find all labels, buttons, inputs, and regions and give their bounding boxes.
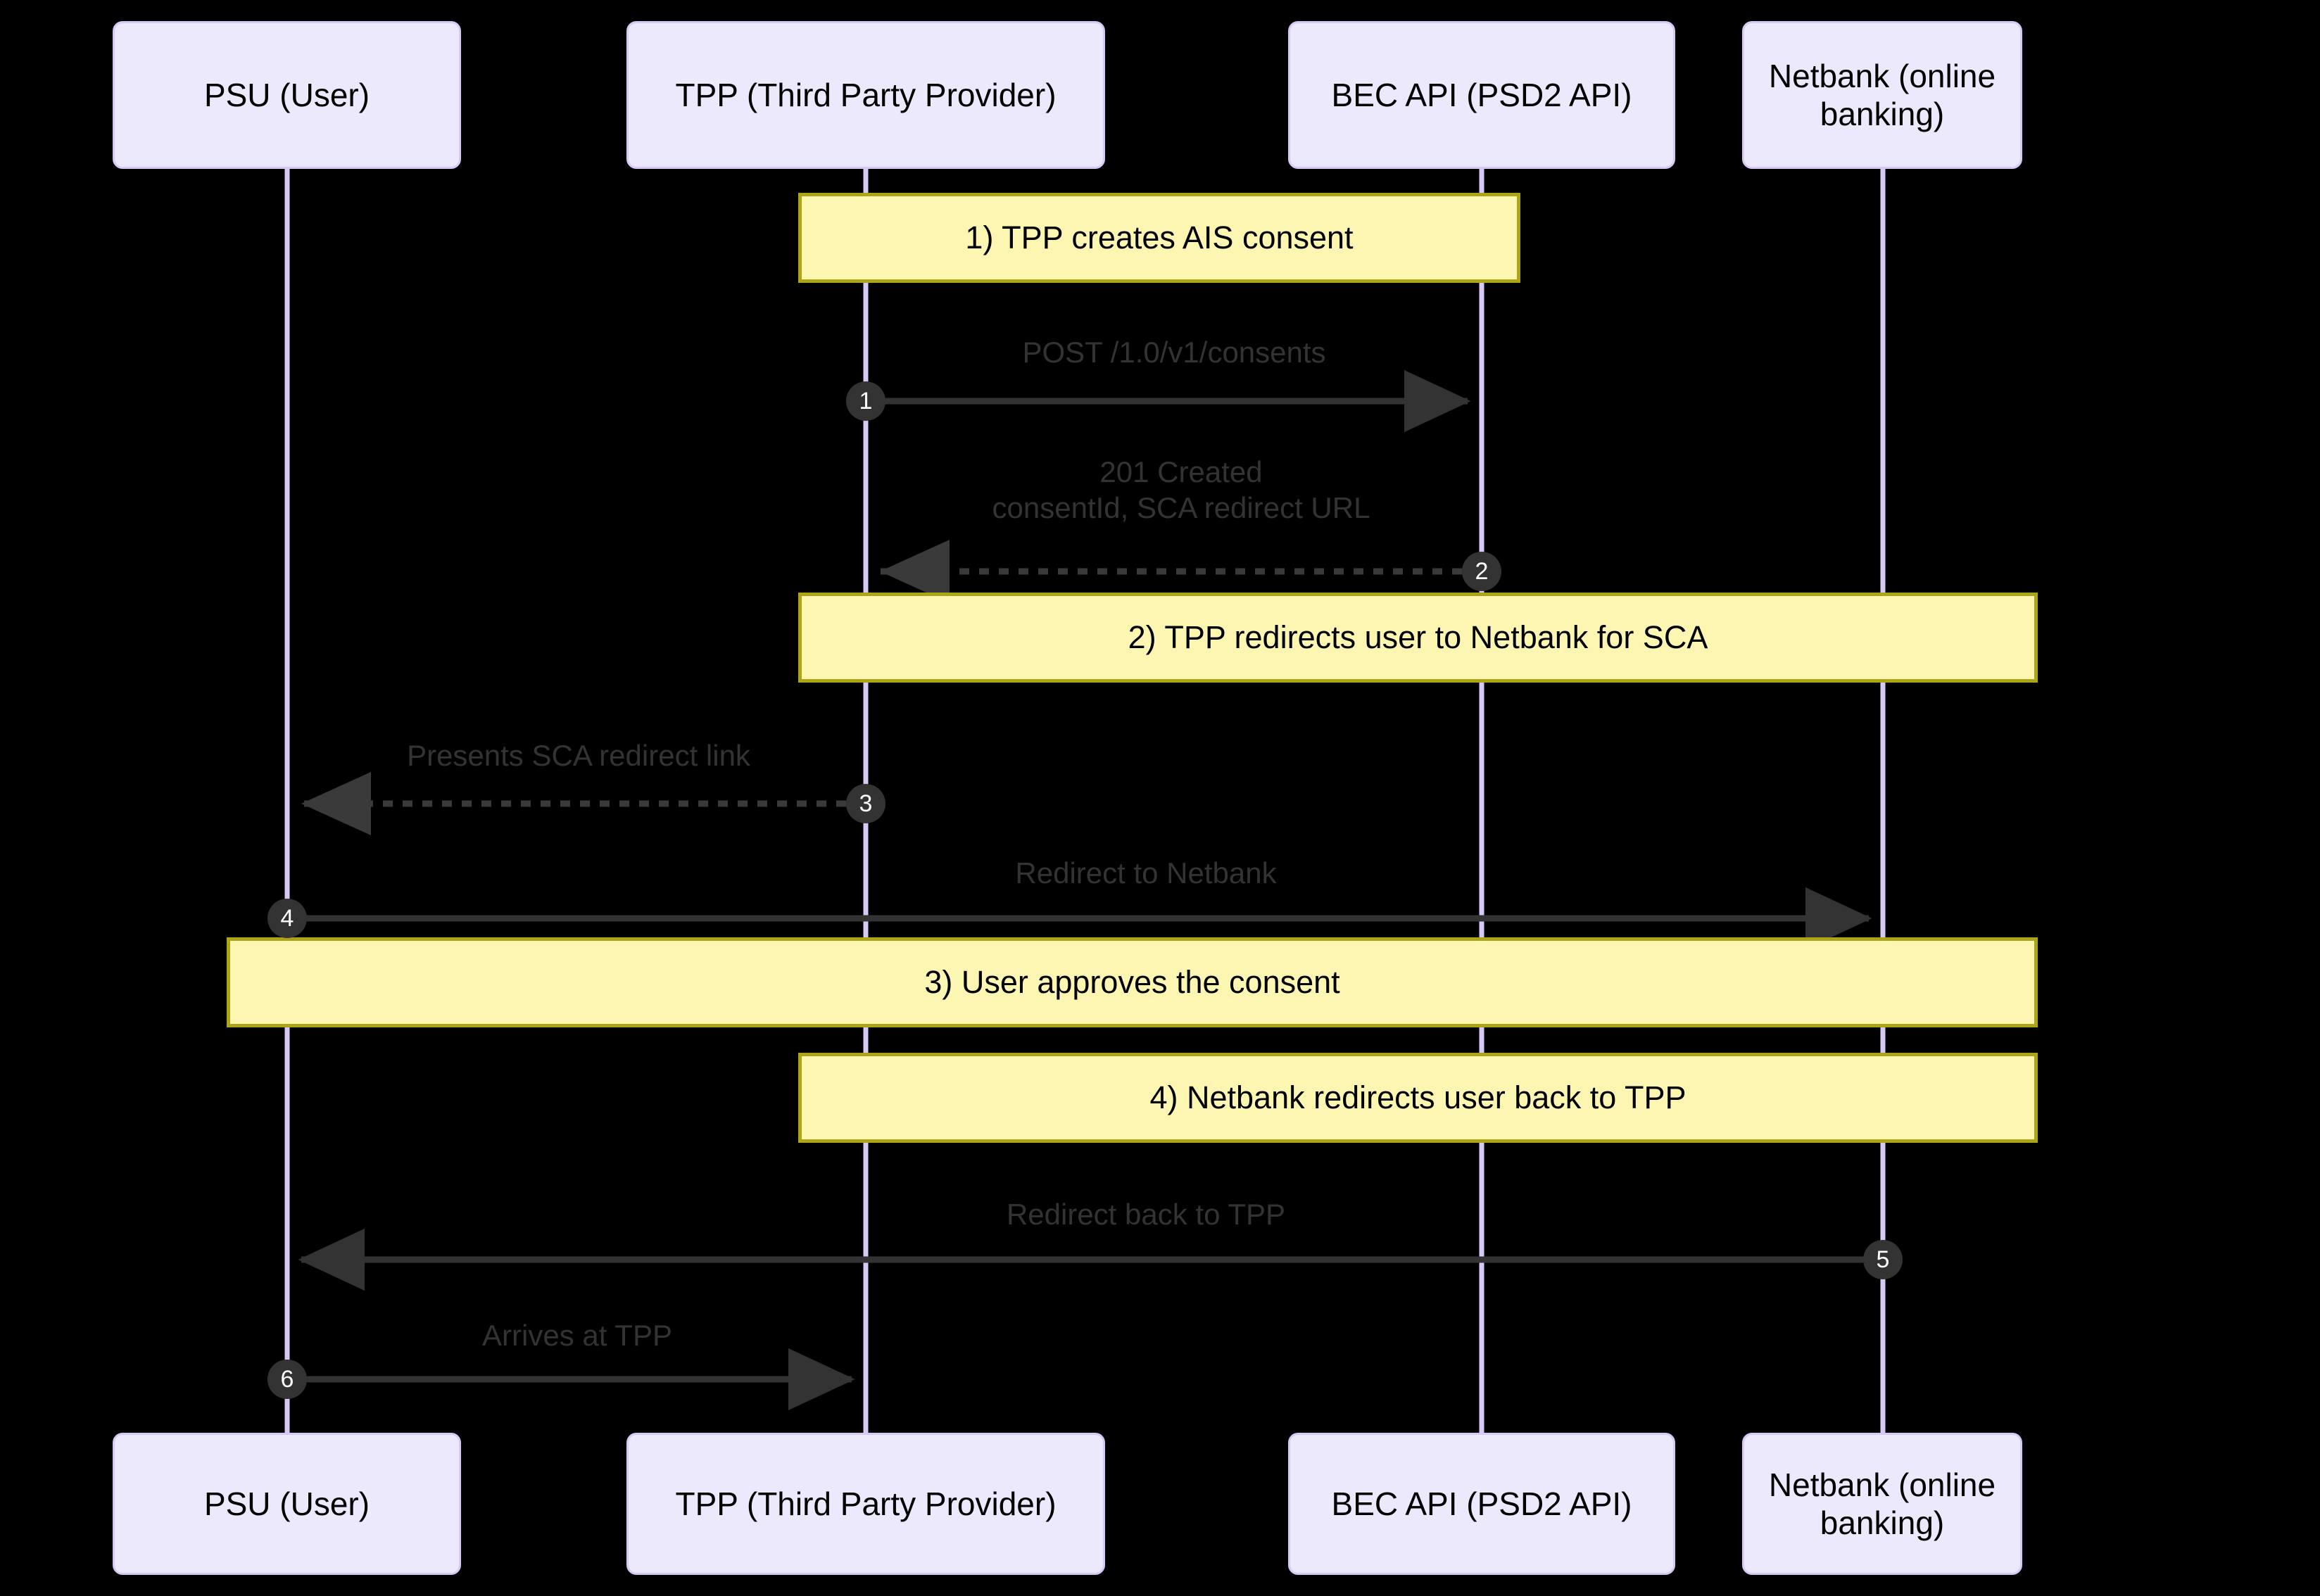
sequence-badge-1: 1 <box>846 381 885 421</box>
sequence-badge-4: 4 <box>267 899 307 938</box>
message-label-3: Presents SCA redirect link <box>407 739 750 772</box>
actor-label-netbank-bottom: Netbank (online banking) <box>1768 1467 1996 1541</box>
actor-label-bec-top: BEC API (PSD2 API) <box>1331 77 1632 113</box>
sequence-badge-2: 2 <box>1462 552 1501 591</box>
actor-label-bec-bottom: BEC API (PSD2 API) <box>1331 1486 1632 1522</box>
message-label-1: POST /1.0/v1/consents <box>1022 336 1326 369</box>
note-4-text: 4) Netbank redirects user back to TPP <box>1149 1079 1687 1115</box>
note-3-text: 3) User approves the consent <box>924 964 1340 1000</box>
actor-label-netbank-top: Netbank (online banking) <box>1768 58 1996 132</box>
sequence-badge-5: 5 <box>1863 1240 1903 1279</box>
actor-box-psu-top[interactable]: PSU (User) <box>113 21 461 169</box>
actor-box-bec-bottom[interactable]: BEC API (PSD2 API) <box>1288 1433 1675 1575</box>
note-2-tpp-redirects-user: 2) TPP redirects user to Netbank for SCA <box>798 593 2038 683</box>
message-label-4: Redirect to Netbank <box>1015 856 1277 889</box>
actor-box-netbank-top[interactable]: Netbank (online banking) <box>1742 21 2022 169</box>
actor-box-bec-top[interactable]: BEC API (PSD2 API) <box>1288 21 1675 169</box>
actor-box-tpp-top[interactable]: TPP (Third Party Provider) <box>626 21 1105 169</box>
note-3-user-approves-consent: 3) User approves the consent <box>227 937 2038 1027</box>
actor-label-psu-bottom: PSU (User) <box>203 1486 370 1522</box>
note-4-netbank-redirects-back: 4) Netbank redirects user back to TPP <box>798 1053 2038 1143</box>
actor-box-tpp-bottom[interactable]: TPP (Third Party Provider) <box>626 1433 1105 1575</box>
message-label-5: Redirect back to TPP <box>1006 1198 1286 1231</box>
actor-label-psu-top: PSU (User) <box>203 77 370 113</box>
message-label-2: 201 Created consentId, SCA redirect URL <box>992 455 1370 525</box>
sequence-badge-6: 6 <box>267 1360 307 1399</box>
note-1-text: 1) TPP creates AIS consent <box>965 220 1354 255</box>
actor-label-tpp-top: TPP (Third Party Provider) <box>675 77 1057 113</box>
actor-box-netbank-bottom[interactable]: Netbank (online banking) <box>1742 1433 2022 1575</box>
message-label-6: Arrives at TPP <box>482 1319 672 1352</box>
note-1-tpp-creates-ais-consent: 1) TPP creates AIS consent <box>798 193 1520 283</box>
note-2-text: 2) TPP redirects user to Netbank for SCA <box>1128 619 1708 655</box>
sequence-badge-3: 3 <box>846 784 885 823</box>
actor-label-tpp-bottom: TPP (Third Party Provider) <box>675 1486 1057 1522</box>
actor-box-psu-bottom[interactable]: PSU (User) <box>113 1433 461 1575</box>
